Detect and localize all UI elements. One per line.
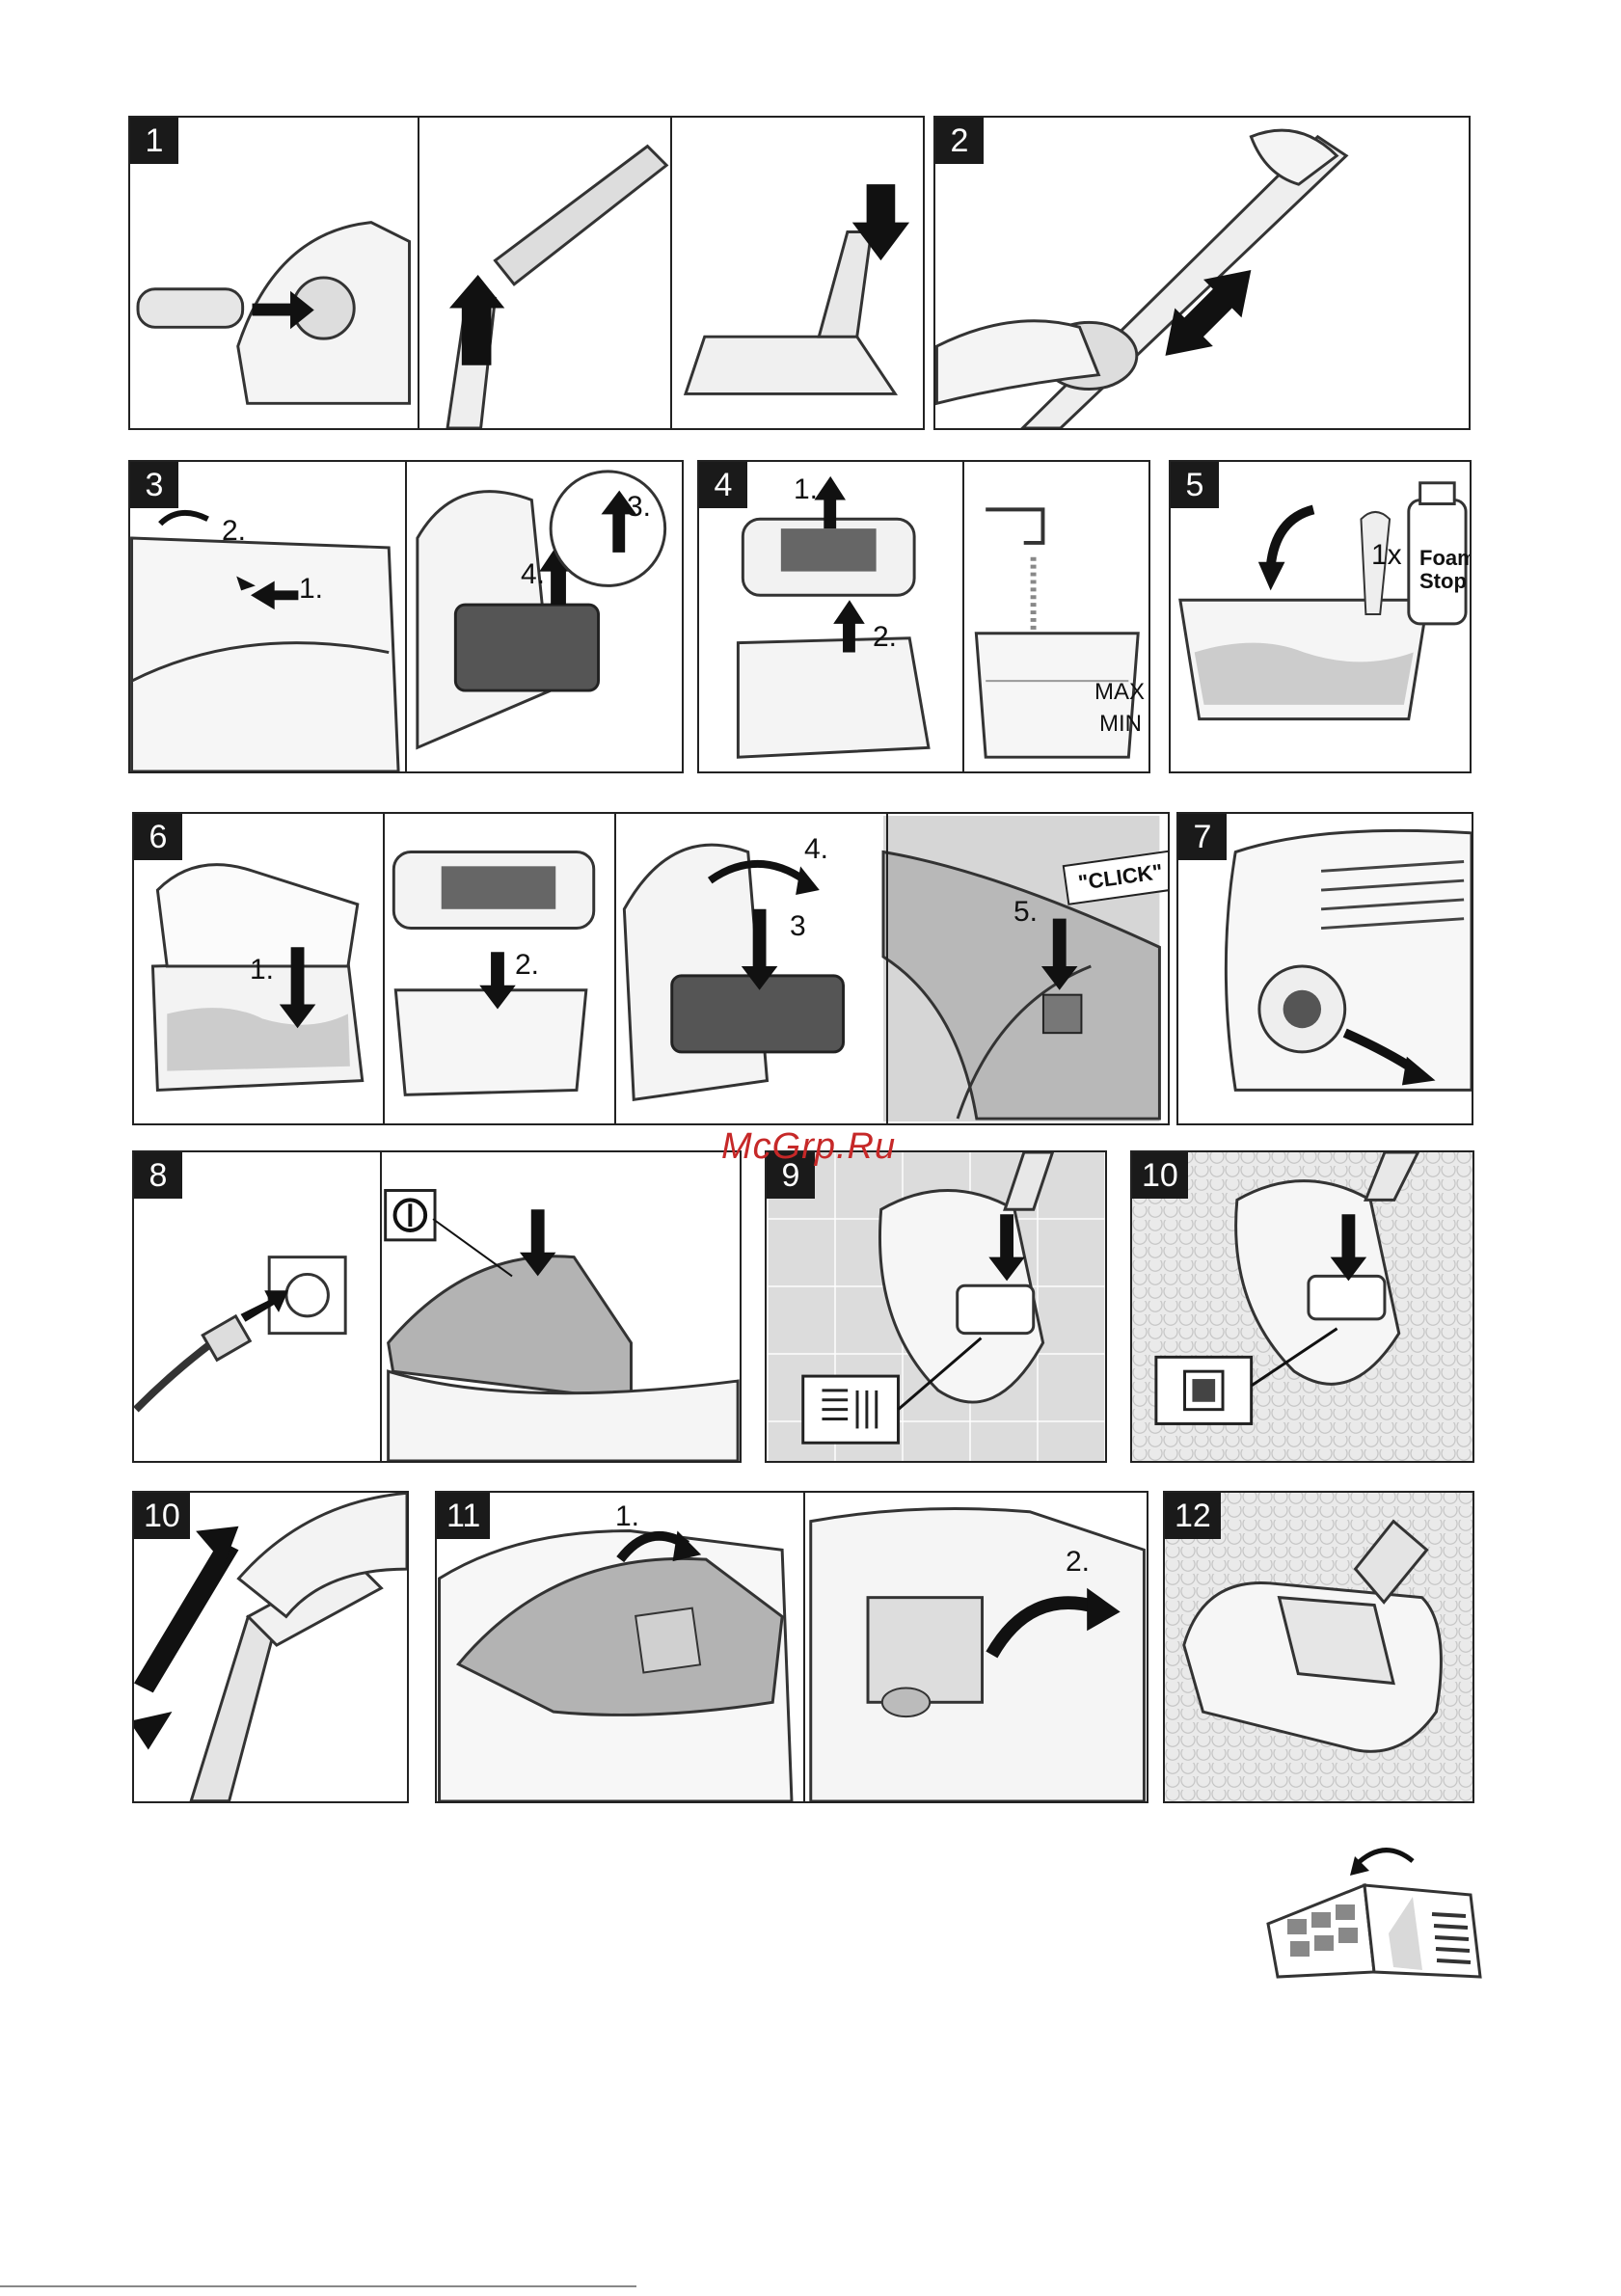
step-number: 6	[134, 814, 182, 860]
illustration-power-on	[134, 1152, 740, 1461]
panel-step-12: 12	[1163, 1491, 1474, 1803]
step-number: 1	[130, 118, 178, 164]
illustration-carpet-nozzle	[1132, 1152, 1472, 1461]
panel-divider	[962, 462, 964, 771]
illustration-telescopic-tube	[935, 118, 1469, 428]
water-level-max: MAX	[1094, 679, 1145, 706]
step-number: 12	[1165, 1493, 1221, 1539]
panel-step-7: 7	[1176, 812, 1473, 1125]
panel-step-1: 1	[128, 116, 925, 430]
quantity-label: 1x	[1371, 539, 1402, 572]
illustration-hard-floor-nozzle	[767, 1152, 1105, 1461]
instruction-label: 1.	[299, 573, 323, 606]
illustration-empty-container	[437, 1493, 1147, 1801]
illustration-floor-nozzle-carpet	[1165, 1493, 1472, 1801]
instruction-label: 3	[790, 910, 806, 943]
step-number: 8	[134, 1152, 182, 1199]
illustration-handle-adjust	[134, 1493, 407, 1801]
water-level-min: MIN	[1099, 711, 1142, 738]
step-number: 3	[130, 462, 178, 508]
instruction-label: 2.	[222, 515, 246, 548]
panel-step-6: 6 1. 2. 4. 3 5. "CLICK"	[132, 812, 1170, 1125]
instruction-label: 4.	[521, 558, 545, 591]
watermark: McGrp.Ru	[721, 1126, 896, 1168]
panel-step-10-carpet: 10	[1130, 1150, 1474, 1463]
instruction-label: 5.	[1013, 896, 1038, 929]
foam-stop-bottle-label: Foam Stop	[1419, 547, 1466, 593]
panel-divider	[383, 814, 385, 1123]
instruction-label: 2.	[873, 621, 897, 654]
panel-step-2: 2	[933, 116, 1471, 430]
illustration-hose-connect	[130, 118, 923, 428]
step-number: 2	[935, 118, 984, 164]
step-number: 4	[699, 462, 747, 508]
illustration-insert-filter	[134, 814, 1168, 1123]
instruction-label: 2.	[515, 949, 539, 982]
panel-divider	[614, 814, 616, 1123]
panel-step-10-handle: 10	[132, 1491, 409, 1803]
panel-divider	[803, 1493, 805, 1801]
step-number: 10	[1132, 1152, 1188, 1199]
step-number: 10	[134, 1493, 190, 1539]
panel-step-9: 9	[765, 1150, 1107, 1463]
instruction-label: 1.	[615, 1500, 639, 1533]
panel-step-11: 11 1. 2.	[435, 1491, 1148, 1803]
footer-rule	[0, 2285, 636, 2287]
instruction-label: 1.	[794, 473, 818, 506]
instruction-label: 1.	[250, 954, 274, 986]
illustration-fill-foam-stop	[1171, 462, 1470, 771]
instruction-label: 4.	[804, 833, 828, 866]
illustration-pull-cord	[1178, 814, 1472, 1123]
instruction-label: 3.	[627, 491, 651, 524]
panel-step-5: 5 1x Foam Stop	[1169, 460, 1472, 773]
step-number: 7	[1178, 814, 1227, 860]
illustration-remove-filter	[699, 462, 1148, 771]
step-number: 11	[437, 1493, 490, 1539]
panel-divider	[405, 462, 407, 771]
instruction-label: 2.	[1066, 1546, 1090, 1579]
step-number: 5	[1171, 462, 1219, 508]
panel-step-4: 4 1. 2. MAX MIN	[697, 460, 1150, 773]
panel-divider	[380, 1152, 382, 1461]
panel-step-3: 3 2. 1. 3. 4.	[128, 460, 684, 773]
panel-divider	[886, 814, 888, 1123]
panel-divider	[670, 118, 672, 428]
manual-book-icon	[1258, 1827, 1490, 1982]
panel-divider	[418, 118, 419, 428]
panel-step-8: 8	[132, 1150, 742, 1463]
